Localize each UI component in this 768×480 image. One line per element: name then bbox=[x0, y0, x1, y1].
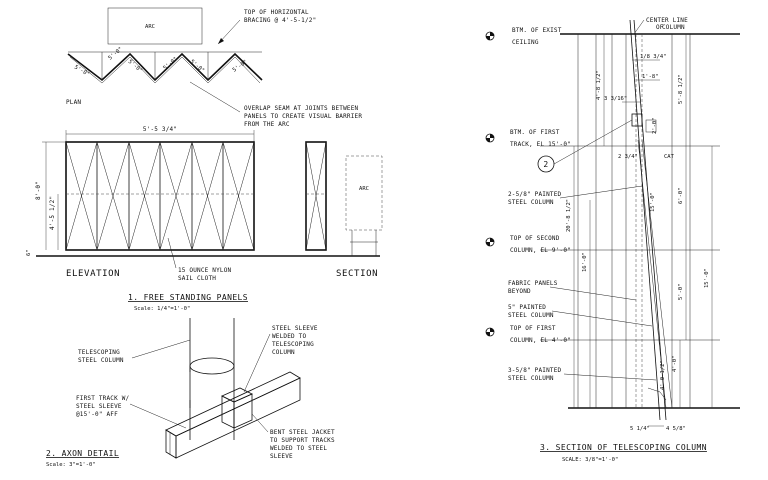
section-arc-label: ARC bbox=[359, 186, 369, 192]
axon-track-note-2: STEEL SLEEVE bbox=[76, 403, 122, 410]
section-panel bbox=[305, 141, 327, 251]
sec3-level-marker-2: BTM. OF FIRST TRACK, EL 15'-0" bbox=[485, 129, 571, 148]
axon-track-note-1: FIRST TRACK W/ bbox=[76, 395, 130, 402]
plan-top-note-2: BRACING @ 4'-5-1/2" bbox=[244, 17, 316, 24]
sec3-level-1-line1: BTM. OF EXIST bbox=[512, 27, 562, 34]
plan-seam-note-3: FROM THE ARC bbox=[244, 121, 290, 128]
plan-dim-6: 5'-0" bbox=[232, 59, 249, 73]
axon-telescoping-note-2: STEEL COLUMN bbox=[78, 357, 124, 364]
plan-arc-label: ARC bbox=[145, 24, 155, 30]
sec3-vdim-7: 5'-0" bbox=[678, 283, 684, 300]
elev-small-dim: 6" bbox=[26, 249, 32, 256]
sec3-level-2-line1: BTM. OF FIRST bbox=[510, 129, 560, 136]
plan-seam-note-2: PANELS TO CREATE VISUAL BARRIER bbox=[244, 113, 362, 120]
sec3-scale: SCALE: 3/8"=1'-0" bbox=[562, 457, 618, 463]
sec3-marker-label: 2 bbox=[543, 160, 548, 169]
sec3-vdim-3: 20'-8 1/2" bbox=[566, 199, 572, 232]
axon-sleeve bbox=[221, 387, 253, 403]
sec3-note-1-line2: STEEL COLUMN bbox=[508, 199, 554, 206]
sec3-level-4-line1: TOP OF FIRST bbox=[510, 325, 556, 332]
elev-label: ELEVATION bbox=[66, 269, 120, 279]
section-arc-box bbox=[345, 155, 383, 231]
sec3-level-marker-1: BTM. OF EXIST CEILING bbox=[485, 27, 562, 46]
sec3-note-3-line2: STEEL COLUMN bbox=[508, 312, 554, 319]
plan-label: PLAN bbox=[66, 99, 81, 106]
sec3-dim-bottom-2: 4 5/8" bbox=[666, 426, 686, 432]
plan-zigzag-panels bbox=[67, 52, 263, 82]
axon-detail: STEEL SLEEVE WELDED TO TELESCOPING COLUM… bbox=[46, 318, 335, 468]
elev-brace-dim: 4'-5 1/2" bbox=[49, 196, 56, 230]
sec3-vdim-11: 2'-0" bbox=[652, 117, 658, 134]
sec3-vdim-1: 4'-8 1/2" bbox=[596, 70, 602, 100]
sec3-dim-bottom-1: 5 1/4" bbox=[630, 426, 650, 432]
axon-sleeve-note-4: COLUMN bbox=[272, 349, 295, 356]
plan-view: ARC TOP OF HORIZONTAL BRACING @ 4'-5-1/2… bbox=[66, 7, 362, 128]
sec3-column-right bbox=[633, 19, 667, 421]
sec3-note-2-line1: FABRIC PANELS bbox=[508, 280, 558, 287]
axon-title: 2. AXON DETAIL bbox=[46, 449, 119, 458]
elev-fabric-note-2: SAIL CLOTH bbox=[178, 275, 216, 282]
sec3-centerline-2: OF bbox=[656, 24, 664, 31]
plan-seam-leader bbox=[189, 81, 241, 113]
sec3-vdim-2: 5'-8 1/2" bbox=[678, 74, 684, 104]
sec3-dim-top-3: 3 3/16" bbox=[604, 96, 627, 102]
plan-dim-2: 5'-0" bbox=[107, 46, 124, 61]
sec3-dim-top-1: 1/8 3/4" bbox=[640, 54, 667, 60]
axon-jacket-note-4: SLEEVE bbox=[270, 453, 293, 460]
axon-jacket-note-3: WELDED TO STEEL bbox=[270, 445, 327, 452]
sec3-centerline-1: CENTER LINE bbox=[646, 17, 688, 24]
sec3-vdim-9: 4'-0 1/2" bbox=[660, 360, 666, 390]
sec3-note-2-line2: BEYOND bbox=[508, 288, 531, 295]
axon-sleeve-note-3: TELESCOPING bbox=[272, 341, 314, 348]
sec3-dim-top-2: 1'-8" bbox=[642, 74, 659, 80]
sec3-level-2-line2: TRACK, EL 15'-0" bbox=[510, 141, 571, 148]
elevation-view: 5'-5 3/4" 8'-0" 4'-5 1/2" 6" 15 OUNCE NY… bbox=[26, 126, 383, 282]
sec3-centerline-3: COLUMN bbox=[662, 24, 685, 31]
axon-telescoping-note-1: TELESCOPING bbox=[78, 349, 120, 356]
sec3-note-4-line1: 3-5/8" PAINTED bbox=[508, 367, 562, 374]
axon-sleeve-note-2: WELDED TO bbox=[272, 333, 306, 340]
sec3-vdim-5: 6'-0" bbox=[678, 187, 684, 204]
sec3-grid-lines bbox=[577, 34, 691, 408]
plan-dim-3: 5'-0" bbox=[127, 59, 144, 74]
sec3-vdim-10: 15'-0" bbox=[650, 192, 656, 212]
axon-jacket-note-2: TO SUPPORT TRACKS bbox=[270, 437, 335, 444]
axon-sleeve-note-1: STEEL SLEEVE bbox=[272, 325, 318, 332]
elev-cross-bracing bbox=[65, 141, 255, 251]
sec3-level-1-line2: CEILING bbox=[512, 39, 539, 46]
detail1-title: 1. FREE STANDING PANELS bbox=[128, 293, 248, 302]
axon-track-top bbox=[165, 371, 301, 437]
sec3-level-4-line2: COLUMN, EL 4'-0" bbox=[510, 337, 571, 344]
sec3-note-1-line1: 2-5/8" PAINTED bbox=[508, 191, 562, 198]
sec3-cat: CAT bbox=[664, 154, 675, 160]
axon-track-note-3: @15'-0" AFF bbox=[76, 411, 118, 418]
elev-fabric-note-1: 15 OUNCE NYLON bbox=[178, 267, 232, 274]
plan-arc-box bbox=[107, 7, 203, 45]
sec3-note-3-line1: 5" PAINTED bbox=[508, 304, 546, 311]
plan-top-note-1: TOP OF HORIZONTAL bbox=[244, 9, 309, 16]
elev-height-dim: 8'-0" bbox=[35, 181, 42, 200]
sec3-note-4-line2: STEEL COLUMN bbox=[508, 375, 554, 382]
sec3-vdim-6: 15'-0" bbox=[704, 268, 710, 288]
detail1-scale: Scale: 1/4"=1'-0" bbox=[134, 306, 190, 312]
sec3-level-marker-3: TOP OF SECOND COLUMN, EL 9'-0" bbox=[485, 235, 571, 254]
sec3-dim-top-4: 2 3/4" bbox=[618, 154, 638, 160]
plan-dim-4: 5'-0" bbox=[162, 56, 179, 71]
axon-jacket-note-1: BENT STEEL JACKET bbox=[270, 429, 335, 436]
axon-column-top bbox=[189, 357, 235, 375]
elev-panel-dividers bbox=[96, 142, 224, 250]
sec3-title: 3. SECTION OF TELESCOPING COLUMN bbox=[540, 443, 707, 452]
sec3-level-marker-4: TOP OF FIRST COLUMN, EL 4'-0" bbox=[485, 325, 571, 344]
sec3-vdim-8: 4'-0" bbox=[672, 355, 678, 372]
sec3-vdim-4: 16'-0" bbox=[582, 252, 588, 272]
sec3-column-left bbox=[629, 19, 661, 421]
axon-scale: Scale: 3"=1'-0" bbox=[46, 462, 96, 468]
sec3-level-3-line1: TOP OF SECOND bbox=[510, 235, 560, 242]
plan-seam-note-1: OVERLAP SEAM AT JOINTS BETWEEN bbox=[244, 105, 359, 112]
section-label: SECTION bbox=[336, 269, 378, 279]
sec3-level-3-line2: COLUMN, EL 9'-0" bbox=[510, 247, 571, 254]
elev-width-dim: 5'-5 3/4" bbox=[143, 126, 177, 133]
section-telescoping-column: BTM. OF EXIST CEILING BTM. OF FIRST TRAC… bbox=[485, 17, 740, 463]
